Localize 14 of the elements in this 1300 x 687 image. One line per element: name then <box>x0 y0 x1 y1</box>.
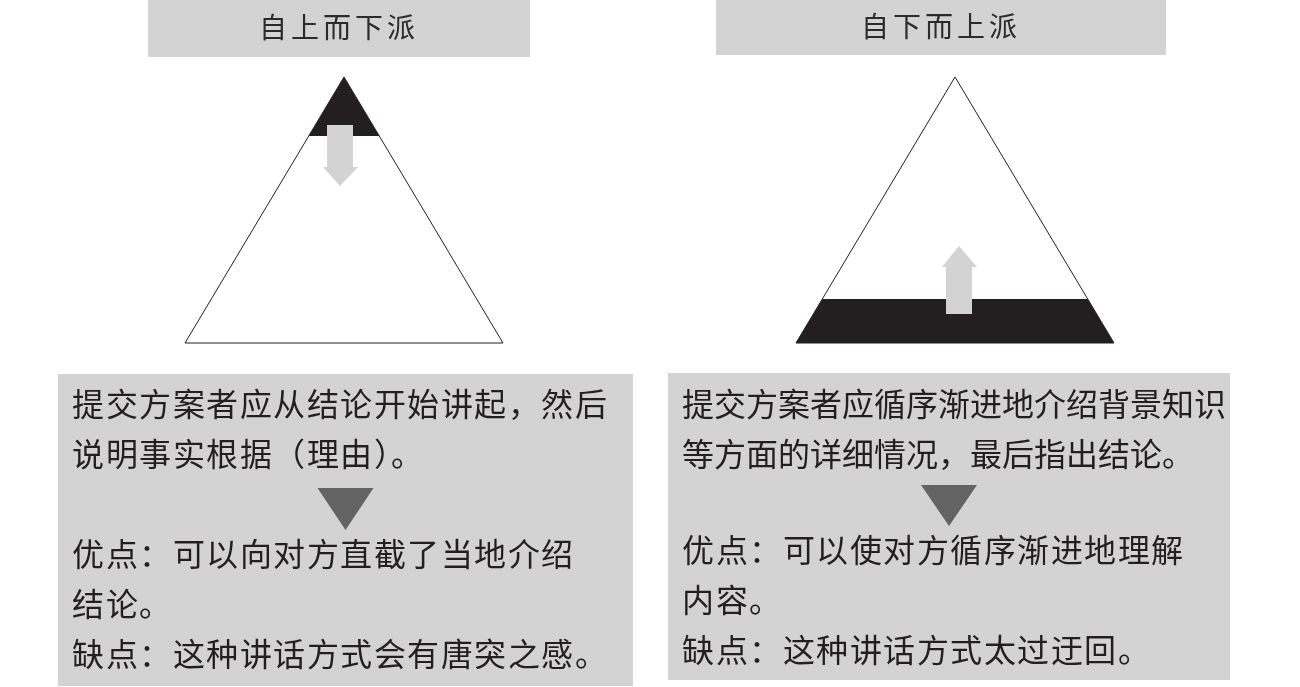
arrow <box>317 488 374 530</box>
text-panel <box>58 374 633 686</box>
method-text: 提交方案者应从结论开始讲起，然后说明事实根据（理由）。 <box>72 380 617 488</box>
disadvantage-text: 缺点：这种讲话方式太过迂回。 <box>682 631 1152 672</box>
heading-band <box>148 0 530 57</box>
heading-text: 自上而下派 <box>259 11 419 46</box>
heading-text: 自下而上派 <box>861 10 1021 45</box>
advantage-text: 优点：可以使对方循序渐进地理解内容。 <box>682 531 1186 622</box>
arrow <box>921 485 977 526</box>
method-text: 提交方案者应循序渐进地介绍背景知识等方面的详细情况，最后指出结论。 <box>682 380 1230 485</box>
advantage-text: 优点：可以向对方直截了当地介绍结论。 <box>72 535 576 626</box>
heading-band <box>716 0 1166 55</box>
text-panel <box>668 373 1230 680</box>
disadvantage-text: 缺点：这种讲话方式会有唐突之感。 <box>72 635 609 676</box>
